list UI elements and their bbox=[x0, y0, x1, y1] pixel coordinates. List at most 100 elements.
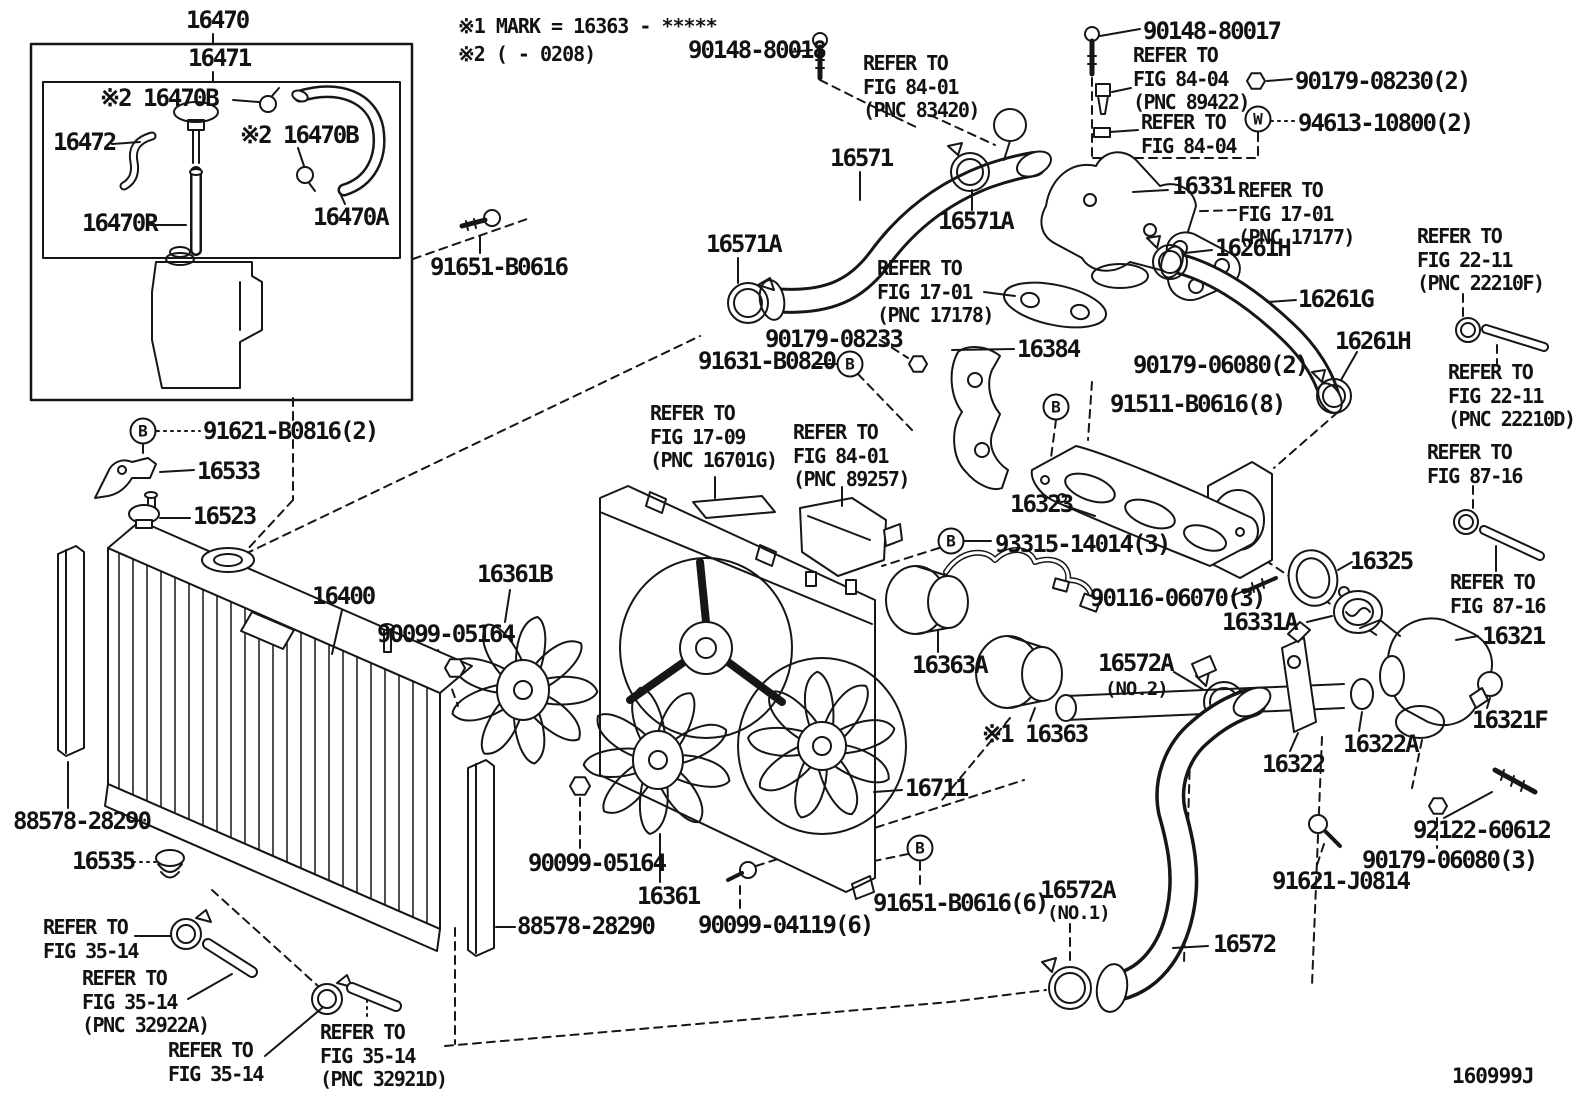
part-label-16261h: 16261H bbox=[1215, 234, 1292, 262]
heater-pipes-87-16 bbox=[1453, 317, 1549, 572]
part-label-16325: 16325 bbox=[1350, 547, 1414, 575]
part-label-90179-06080-3: 90179-06080(3) bbox=[1362, 846, 1538, 874]
part-label-90179-08233: 90179-08233 bbox=[765, 325, 904, 353]
part-label-90179-08230-2: 90179-08230(2) bbox=[1295, 67, 1471, 95]
part-label-16331: 16331 bbox=[1172, 172, 1236, 200]
part-label-94613-10800-2: 94613-10800(2) bbox=[1298, 109, 1474, 137]
part-label-16363a: 16363A bbox=[912, 651, 989, 679]
marker-b-circle: B bbox=[129, 417, 157, 445]
part-label-16571: 16571 bbox=[830, 144, 894, 172]
part-label-16471: 16471 bbox=[188, 44, 252, 72]
part-label-no-2: (NO.2) bbox=[1105, 678, 1169, 700]
part-label-90099-05164: 90099-05164 bbox=[528, 849, 667, 877]
part-label-16261g: 16261G bbox=[1298, 285, 1375, 313]
part-label-2-0208: ※2 ( - 0208) bbox=[458, 42, 596, 66]
lower-hose-16572 bbox=[1041, 686, 1272, 1013]
relay-89257 bbox=[692, 476, 903, 595]
part-label-refer-to: REFER TO FIG 17-01 (PNC 17177) bbox=[1238, 178, 1355, 250]
part-label-refer-to: REFER TO FIG 35-14 (PNC 32922A) bbox=[82, 966, 210, 1038]
marker-b-circle: B bbox=[906, 834, 934, 862]
part-label-refer-to: REFER TO FIG 84-04 (PNC 89422) bbox=[1133, 43, 1250, 115]
part-label-refer-to: REFER TO FIG 35-14 bbox=[168, 1038, 264, 1086]
marker-b-circle: B bbox=[836, 350, 864, 378]
fan-16361 bbox=[581, 684, 732, 883]
fan-16361b bbox=[449, 589, 600, 767]
radiator bbox=[104, 491, 473, 952]
bracket-16384 bbox=[813, 346, 1015, 490]
part-label-refer-to: REFER TO FIG 35-14 bbox=[43, 915, 139, 963]
water-inlet-16321 bbox=[1308, 617, 1538, 848]
part-label-2-16470b: ※2 16470B bbox=[240, 121, 360, 149]
part-label-16572a: 16572A bbox=[1040, 876, 1117, 904]
air-seal-strips bbox=[57, 545, 516, 957]
part-label-90148-80017: 90148-80017 bbox=[1143, 17, 1282, 45]
part-label-refer-to: REFER TO FIG 17-01 (PNC 17178) bbox=[877, 256, 994, 328]
bolt-91651-b0616 bbox=[459, 209, 501, 254]
part-label-91651-b0616: 91651-B0616 bbox=[430, 253, 569, 281]
fan-motors bbox=[885, 547, 1102, 722]
oring-thermostat bbox=[1287, 549, 1383, 634]
part-label-refer-to: REFER TO FIG 84-01 (PNC 83420) bbox=[863, 51, 980, 123]
part-label-90116-06070-3: 90116-06070(3) bbox=[1090, 584, 1266, 612]
part-label-91621-b0816-2: 91621-B0816(2) bbox=[203, 417, 379, 445]
part-label-160999j: 160999J bbox=[1452, 1064, 1535, 1088]
part-label-16571a: 16571A bbox=[706, 230, 783, 258]
part-label-91631-b0820: 91631-B0820 bbox=[698, 347, 837, 375]
assembly-dashed-lines bbox=[132, 77, 1498, 1047]
part-label-16321f: 16321F bbox=[1472, 706, 1549, 734]
part-label-88578-28290: 88578-28290 bbox=[13, 807, 152, 835]
part-label-90148-80018: 90148-80018 bbox=[688, 36, 827, 64]
part-label-16361: 16361 bbox=[637, 882, 701, 910]
marker-b-circle: B bbox=[1042, 393, 1070, 421]
part-label-90099-05164: 90099-05164 bbox=[377, 620, 516, 648]
screw-90099-04119 bbox=[726, 861, 757, 882]
grommet-16535 bbox=[155, 849, 185, 879]
reserve-tank-box bbox=[29, 33, 414, 402]
shroud-fan-blades bbox=[745, 669, 898, 820]
part-label-16535: 16535 bbox=[72, 847, 136, 875]
part-label-refer-to: REFER TO FIG 35-14 (PNC 32921D) bbox=[320, 1020, 448, 1092]
part-label-16572: 16572 bbox=[1213, 930, 1277, 958]
part-label-16571a: 16571A bbox=[938, 207, 1015, 235]
part-label-16384: 16384 bbox=[1017, 335, 1081, 363]
fan-nuts bbox=[444, 658, 591, 796]
part-label-16361b: 16361B bbox=[477, 560, 554, 588]
part-label-16470: 16470 bbox=[186, 6, 250, 34]
part-label-92122-60612: 92122-60612 bbox=[1413, 816, 1552, 844]
part-label-16400: 16400 bbox=[312, 582, 376, 610]
part-label-16331a: 16331A bbox=[1222, 608, 1299, 636]
part-label-16261h: 16261H bbox=[1335, 327, 1412, 355]
drain-clamps-pipes bbox=[134, 909, 402, 1057]
part-label-16711: 16711 bbox=[905, 774, 969, 802]
part-label-16572a: 16572A bbox=[1098, 649, 1175, 677]
part-label-16321: 16321 bbox=[1482, 622, 1546, 650]
part-label-2-16470b: ※2 16470B bbox=[100, 84, 220, 112]
part-label-refer-to: REFER TO FIG 17-09 (PNC 16701G) bbox=[650, 401, 778, 473]
part-label-16472: 16472 bbox=[53, 128, 117, 156]
part-label-91511-b0616-8: 91511-B0616(8) bbox=[1110, 390, 1286, 418]
part-label-no-1: (NO.1) bbox=[1047, 902, 1111, 924]
part-label-16322a: 16322A bbox=[1343, 730, 1420, 758]
marker-w-circle: W bbox=[1244, 105, 1272, 133]
part-label-88578-28290: 88578-28290 bbox=[517, 912, 656, 940]
part-label-90179-06080-2: 90179-06080(2) bbox=[1133, 351, 1309, 379]
part-label-1-16363: ※1 16363 bbox=[982, 720, 1089, 748]
marker-b-circle: B bbox=[937, 527, 965, 555]
part-label-16523: 16523 bbox=[193, 502, 257, 530]
part-label-refer-to: REFER TO FIG 84-04 bbox=[1141, 110, 1237, 158]
part-label-refer-to: REFER TO FIG 87-16 bbox=[1427, 440, 1523, 488]
part-label-16470a: 16470A bbox=[313, 203, 390, 231]
part-label-16470r: 16470R bbox=[82, 209, 159, 237]
part-label-16322: 16322 bbox=[1262, 750, 1326, 778]
part-label-refer-to: REFER TO FIG 84-01 (PNC 89257) bbox=[793, 420, 910, 492]
part-label-refer-to: REFER TO FIG 22-11 (PNC 22210D) bbox=[1448, 360, 1576, 432]
part-label-90099-04119-6: 90099-04119(6) bbox=[698, 911, 874, 939]
part-label-91651-b0616-6: 91651-B0616(6) bbox=[873, 889, 1049, 917]
part-label-93315-14014-3: 93315-14014(3) bbox=[995, 530, 1171, 558]
upper-hose-16571 bbox=[727, 142, 1052, 324]
water-pipe-16322 bbox=[1055, 621, 1374, 752]
part-label-16323: 16323 bbox=[1010, 490, 1074, 518]
